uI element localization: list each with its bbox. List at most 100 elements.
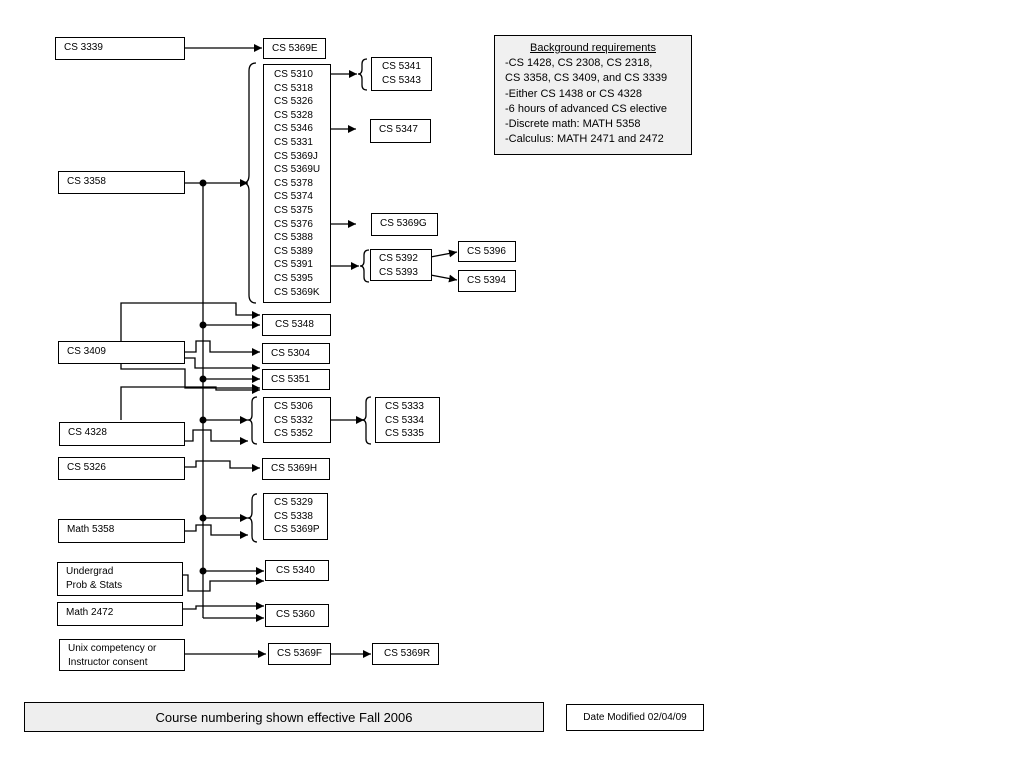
junction-dot [199, 375, 207, 383]
course-cs5348: CS 5348 [262, 314, 331, 336]
course-cs5304-label: CS 5304 [271, 348, 310, 359]
prereq-unix-line1: Unix competency or [68, 643, 157, 654]
arrow-cs4328-to-cs5306-group [184, 429, 248, 445]
course-list-item: CS 5375 [274, 204, 313, 216]
prereq-cs3409: CS 3409 [58, 341, 185, 364]
date-modified: Date Modified 02/04/09 [566, 704, 704, 731]
course-cs5335-label: CS 5335 [385, 428, 424, 440]
numbering-note: Course numbering shown effective Fall 20… [24, 702, 544, 732]
course-cs5369p-label: CS 5369P [274, 524, 320, 536]
course-list-item: CS 5369U [274, 164, 321, 176]
brace-cs5329-group [247, 493, 258, 543]
course-list-item: CS 5369J [274, 150, 318, 162]
course-cs5396: CS 5396 [458, 241, 516, 262]
course-cs5369f-label: CS 5369F [277, 648, 323, 659]
junction-dot [199, 514, 207, 522]
course-cs5306-label: CS 5306 [274, 401, 313, 412]
background-requirement-line: CS 3358, CS 3409, and CS 3339 [505, 72, 668, 85]
course-cs5341-group: CS 5341 CS 5343 [371, 57, 432, 91]
course-list-item: CS 5395 [274, 272, 313, 284]
prereq-cs3339-label: CS 3339 [64, 42, 103, 53]
background-requirements-title: Background requirements [530, 42, 656, 54]
arrow-cs4328-to-cs5351 [120, 386, 260, 420]
arrow-cs3409-to-cs5348 [120, 302, 260, 341]
course-cs5341-label: CS 5341 [382, 61, 421, 72]
course-cs5340-label: CS 5340 [276, 565, 315, 576]
course-list-box: CS 5310 CS 5318 CS 5326 CS 5328 CS 5346 … [263, 64, 331, 303]
course-list-item: CS 5378 [274, 177, 313, 189]
course-cs5396-label: CS 5396 [467, 246, 506, 257]
course-cs5347: CS 5347 [370, 119, 431, 143]
course-cs5369r: CS 5369R [372, 643, 439, 665]
date-modified-text: Date Modified 02/04/09 [583, 712, 687, 723]
background-requirement-line: -Discrete math: MATH 5358 [505, 118, 641, 131]
junction-dot [199, 567, 207, 575]
course-list-item: CS 5331 [274, 136, 313, 148]
arrow-cs5326-to-cs5369h [184, 460, 260, 472]
course-cs5369h: CS 5369H [262, 458, 330, 480]
prereq-cs5326: CS 5326 [58, 457, 185, 480]
brace-cs5333-group [361, 396, 372, 445]
course-list-item: CS 5318 [274, 82, 313, 94]
course-cs5338-label: CS 5338 [274, 510, 313, 522]
course-list-item: CS 5374 [274, 191, 313, 203]
junction-dot [199, 321, 207, 329]
prereq-math2472: Math 2472 [57, 602, 183, 626]
arrow-cs3409-to-cs5351 [184, 357, 260, 372]
course-cs5340: CS 5340 [265, 560, 329, 581]
background-requirements-box: Background requirements -CS 1428, CS 230… [494, 35, 692, 155]
course-cs5369f: CS 5369F [268, 643, 331, 665]
junction-dot [199, 416, 207, 424]
course-cs5369r-label: CS 5369R [384, 648, 431, 659]
background-requirement-line: -6 hours of advanced CS elective [505, 102, 668, 115]
course-cs5306-group: CS 5306 CS 5332 CS 5352 [263, 397, 331, 443]
course-list-item: CS 5328 [274, 109, 313, 121]
course-list-item: CS 5391 [274, 259, 313, 271]
course-list-item: CS 5310 [274, 69, 313, 80]
course-cs5369e-label: CS 5369E [272, 43, 318, 54]
prereq-cs3358: CS 3358 [58, 171, 185, 194]
prereq-cs4328: CS 4328 [59, 422, 185, 446]
brace-course-list [242, 62, 257, 304]
brace-cs5341-group [357, 58, 368, 91]
course-cs5332-label: CS 5332 [274, 414, 313, 426]
course-cs5393-label: CS 5393 [379, 266, 418, 278]
prereq-cs3358-label: CS 3358 [67, 176, 106, 187]
course-cs5394-label: CS 5394 [467, 275, 506, 286]
prereq-unix-line2: Instructor consent [68, 656, 148, 668]
background-requirement-line: -CS 1428, CS 2308, CS 2318, [505, 57, 653, 70]
course-cs5360-label: CS 5360 [276, 609, 315, 620]
course-list-item: CS 5388 [274, 232, 313, 244]
brace-cs5392-group [359, 249, 370, 283]
course-cs5329-group: CS 5329 CS 5338 CS 5369P [263, 493, 328, 540]
course-list-item: CS 5346 [274, 123, 313, 135]
course-cs5334-label: CS 5334 [385, 414, 424, 426]
course-cs5369h-label: CS 5369H [271, 463, 318, 474]
course-list-item: CS 5376 [274, 218, 313, 230]
course-cs5369g-label: CS 5369G [380, 218, 427, 229]
course-cs5343-label: CS 5343 [382, 74, 421, 86]
course-cs5329-label: CS 5329 [274, 497, 313, 508]
course-cs5392-group: CS 5392 CS 5393 [370, 249, 432, 281]
prereq-unix-consent: Unix competency or Instructor consent [59, 639, 185, 671]
course-cs5304: CS 5304 [262, 343, 330, 364]
course-list-item: CS 5326 [274, 96, 313, 108]
course-cs5351-label: CS 5351 [271, 374, 310, 385]
prereq-cs3339: CS 3339 [55, 37, 185, 60]
arrow-probstats-to-cs5340 [182, 574, 264, 592]
prereq-cs5326-label: CS 5326 [67, 462, 106, 473]
course-cs5394: CS 5394 [458, 270, 516, 292]
prereq-math5358: Math 5358 [58, 519, 185, 543]
junction-dot [199, 179, 207, 187]
prereq-prob-stats-line2: Prob & Stats [66, 579, 123, 591]
prereq-prob-stats: Undergrad Prob & Stats [57, 562, 183, 596]
background-requirement-line: -Calculus: MATH 2471 and 2472 [505, 133, 664, 146]
course-list-item: CS 5369K [274, 286, 320, 298]
arrow-cs3409-to-cs5304 [184, 340, 260, 356]
course-cs5369g: CS 5369G [371, 213, 438, 236]
brace-cs5306-group [247, 396, 258, 445]
numbering-note-text: Course numbering shown effective Fall 20… [155, 710, 413, 725]
prereq-prob-stats-line1: Undergrad [66, 566, 114, 577]
prereq-math5358-label: Math 5358 [67, 524, 115, 535]
